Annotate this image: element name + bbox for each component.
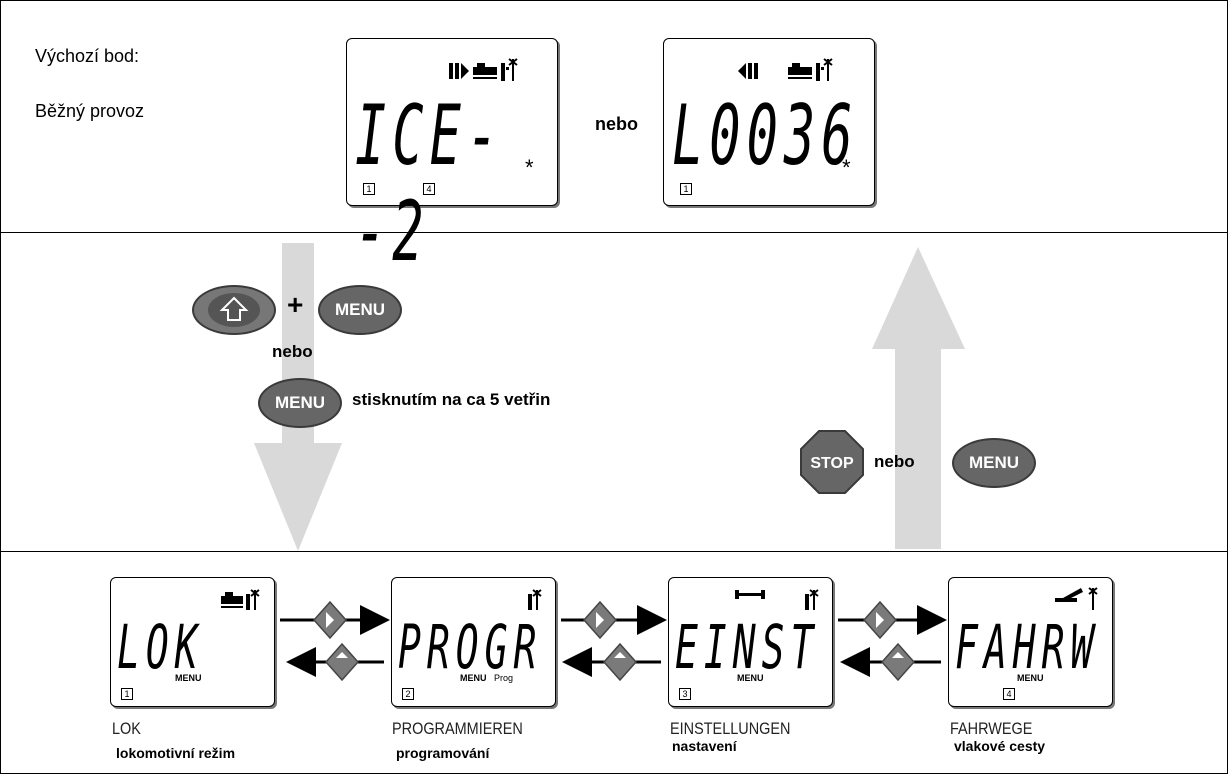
direction-reverse-loco-icon: [738, 58, 833, 81]
shift-arrow-icon: [208, 293, 260, 327]
prog-indicator: Prog: [494, 673, 514, 683]
menu-subtitle-lok: lokomotivní režim: [116, 745, 236, 761]
lcd-text-fahrw: FAHRW: [955, 612, 1100, 683]
lcd-text-progr: PROGR: [398, 612, 543, 683]
slot-indicator-4: 4: [1003, 688, 1015, 700]
signal-icon: [805, 589, 819, 610]
divider-bottom: [0, 551, 1228, 552]
start-point-label: Výchozí bod:: [35, 46, 140, 66]
menu-subtitle-progr: programování: [396, 745, 490, 761]
locomotive-icon: [221, 589, 260, 610]
normal-operation-label: Běžný provoz: [35, 101, 145, 121]
stop-label: STOP: [810, 455, 854, 472]
menu-button-2[interactable]: MENU: [258, 378, 342, 428]
lcd-text-lok: LOK: [117, 612, 204, 683]
slot-indicator-3: 3: [679, 688, 691, 700]
shift-button[interactable]: [192, 285, 276, 335]
menu-button-1[interactable]: MENU: [318, 285, 402, 335]
slot-indicator-1: 1: [121, 688, 133, 700]
nav-left-arrow-2: [562, 642, 661, 682]
menu-indicator: MENU: [1017, 673, 1044, 683]
wrench-icon: [735, 590, 765, 599]
lcd-text-loco: L0036: [672, 89, 859, 185]
lcd-menu-einst: EINST MENU 3: [668, 577, 833, 707]
star-indicator: *: [525, 155, 534, 180]
or-label-middle-1: nebo: [272, 342, 313, 361]
lcd-text-ice: ICE--2: [355, 89, 505, 281]
star-indicator: *: [842, 155, 851, 180]
nav-right-arrow-2: [561, 600, 667, 640]
slot-indicator-4: 4: [423, 183, 435, 195]
lcd-menu-lok: LOK MENU 1: [110, 577, 275, 707]
lcd-display-ice: ICE--2 * 1 4: [346, 38, 558, 281]
menu-indicator: MENU: [175, 673, 202, 683]
direction-forward-loco-icon: [449, 58, 518, 81]
menu-subtitle-einst: nastavení: [672, 738, 737, 754]
lcd-display-loco: L0036 * 1: [663, 38, 875, 206]
slot-indicator-1: 1: [680, 183, 692, 195]
menu-title-fahrw: FAHRWEGE: [950, 719, 1033, 738]
menu-navigation-arrows: [280, 600, 947, 682]
hold-instruction-text: stisknutím na ca 5 vetřin: [352, 390, 551, 409]
flow-arrows: [254, 243, 965, 551]
nav-left-arrow-1: [286, 642, 384, 682]
slot-indicator-2: 2: [402, 688, 414, 700]
menu-subtitle-fahrw: vlakové cesty: [954, 738, 1046, 754]
lcd-menu-fahrw: FAHRW MENU 4: [948, 577, 1113, 707]
menu-title-lok: LOK: [112, 719, 141, 738]
stop-button[interactable]: STOP: [800, 430, 864, 494]
plus-sign: +: [287, 289, 304, 320]
lcd-menu-progr: PROGR MENU Prog 2: [391, 577, 556, 707]
menu-indicator: MENU: [737, 673, 764, 683]
nav-right-arrow-3: [838, 600, 947, 640]
or-label-middle-2: nebo: [874, 452, 915, 471]
menu-title-progr: PROGRAMMIEREN: [392, 719, 523, 738]
nav-right-arrow-1: [280, 600, 390, 640]
lcd-text-einst: EINST: [675, 612, 820, 683]
divider-top: [0, 232, 1228, 233]
slot-indicator-1: 1: [363, 183, 375, 195]
or-label-top: nebo: [595, 114, 638, 134]
menu-indicator: MENU: [460, 673, 487, 683]
menu-button-3[interactable]: MENU: [952, 438, 1036, 488]
turnout-icon: [1055, 587, 1098, 610]
menu-title-einst: EINSTELLUNGEN: [670, 719, 791, 738]
signal-icon: [528, 589, 542, 610]
nav-left-arrow-3: [840, 642, 941, 682]
arrow-up-icon: [872, 247, 965, 549]
